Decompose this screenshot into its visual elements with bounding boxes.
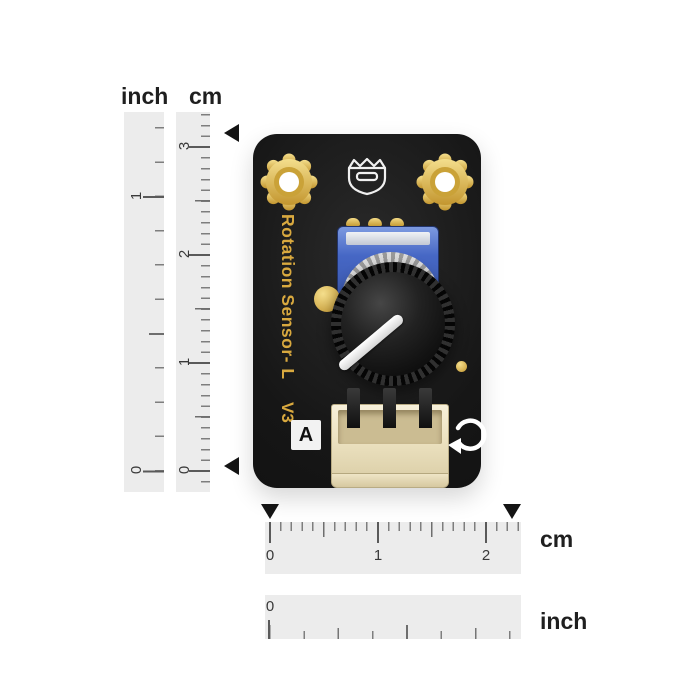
- mounting-hole-left-icon: [260, 153, 318, 211]
- solder-pad: [368, 218, 382, 226]
- caliper-marker-right-icon: [503, 504, 521, 519]
- ruler-number: 0: [176, 465, 193, 475]
- ruler-number: 1: [373, 547, 383, 564]
- ruler-number: 3: [176, 141, 193, 151]
- ruler-number: 0: [265, 598, 275, 615]
- connector-pin: [347, 388, 360, 428]
- vertical-inch-ruler: 1 0: [124, 112, 164, 492]
- horizontal-inch-label: inch: [540, 608, 588, 634]
- ruler-number: 0: [128, 465, 145, 475]
- dfrobot-logo-icon: [347, 157, 387, 196]
- vertical-cm-ruler: 3 2 1 0: [176, 112, 210, 492]
- caliper-marker-left-icon: [261, 504, 279, 519]
- connector-pin: [383, 388, 396, 428]
- silkscreen-title: Rotation Sensor- L: [278, 214, 298, 380]
- ruler-number: 1: [176, 357, 193, 367]
- solder-pad: [346, 218, 360, 226]
- ruler-ticks: [268, 620, 270, 639]
- caliper-marker-top-icon: [224, 124, 239, 142]
- mounting-hole-right-icon: [416, 153, 474, 211]
- vertical-inch-label: inch: [121, 83, 169, 109]
- ruler-ticks: [143, 196, 164, 475]
- jst-connector: [331, 388, 449, 488]
- ruler-ticks: [269, 522, 490, 543]
- rotation-arrow-icon: [448, 418, 487, 454]
- horizontal-cm-ruler: 0 1 2: [265, 522, 521, 574]
- horizontal-cm-label: cm: [540, 526, 574, 552]
- solder-pad: [390, 218, 404, 226]
- ruler-number: 2: [176, 249, 193, 259]
- grade-marking: A: [291, 420, 321, 450]
- ruler-number: 0: [265, 547, 275, 564]
- sensor-board: Rotation Sensor- L V3 A: [253, 134, 487, 488]
- ruler-number: 1: [128, 191, 145, 201]
- connector-pin: [419, 388, 432, 428]
- silkscreen-version: V3: [278, 402, 297, 423]
- ruler-ticks: [189, 146, 210, 475]
- ruler-number: 2: [481, 547, 491, 564]
- potentiometer-shaft-base: [346, 232, 430, 245]
- connector-lip: [332, 473, 448, 487]
- ruler-ticks: [269, 625, 509, 639]
- vertical-cm-label: cm: [189, 83, 223, 109]
- test-pad-dot: [456, 361, 467, 372]
- horizontal-inch-ruler: 0: [265, 595, 521, 639]
- caliper-marker-bottom-icon: [224, 457, 239, 475]
